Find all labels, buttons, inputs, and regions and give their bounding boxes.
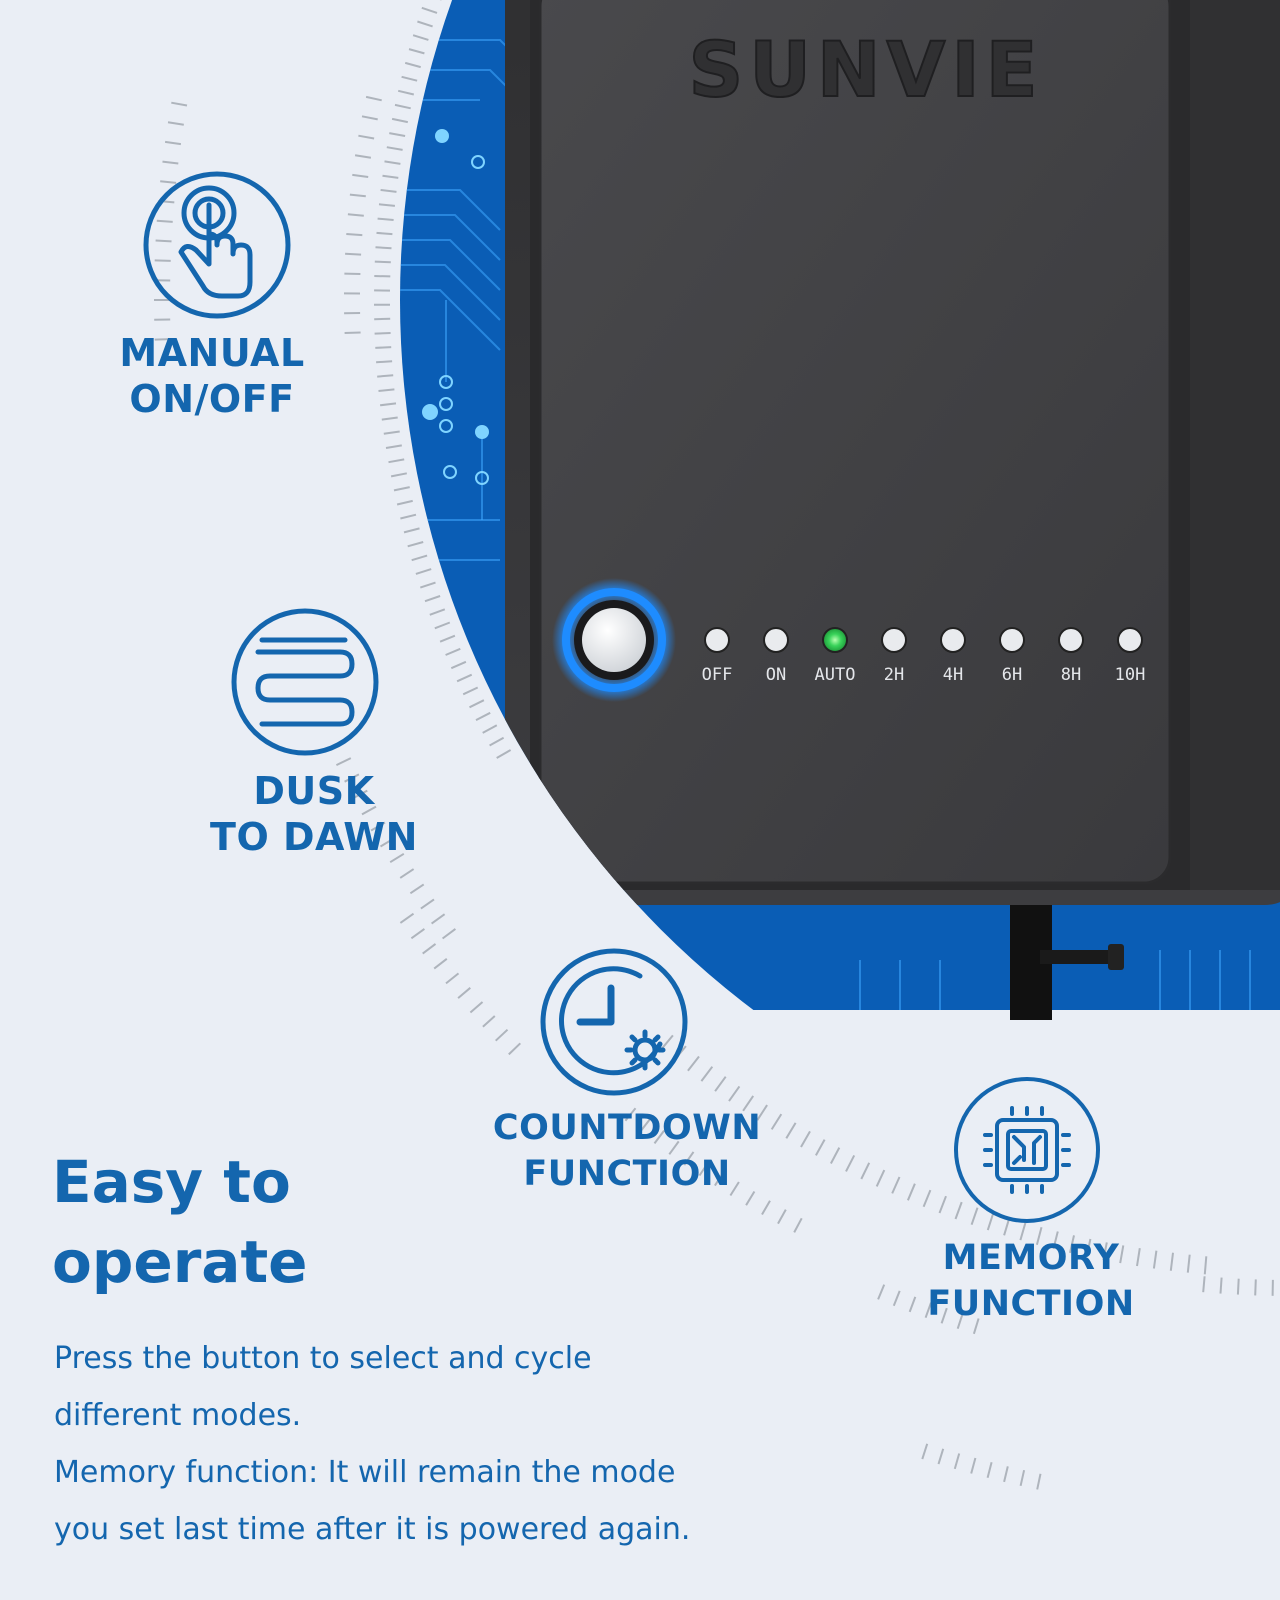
feature-label-countdown: COUNTDOWN FUNCTION xyxy=(493,1105,761,1197)
mode-led xyxy=(940,627,966,653)
feature-line-2: FUNCTION xyxy=(523,1154,731,1194)
feature-line-1: COUNTDOWN xyxy=(492,1108,762,1148)
description-line: Press the button to select and cycle xyxy=(54,1341,592,1376)
mode-label: ON xyxy=(766,665,786,685)
description-line: you set last time after it is powered ag… xyxy=(54,1512,691,1547)
headline: Easy to operate xyxy=(52,1142,308,1302)
mode-label: OFF xyxy=(702,665,733,685)
feature-line-2: FUNCTION xyxy=(927,1284,1135,1324)
circuit-board-background xyxy=(400,0,1280,1020)
mode-led xyxy=(704,627,730,653)
brand-logo: SUNVIE xyxy=(688,25,1043,114)
mode-label: 6H xyxy=(1002,665,1022,685)
mode-led xyxy=(822,627,848,653)
feature-label-manual: MANUAL ON/OFF xyxy=(119,330,304,422)
chip-memory-icon xyxy=(954,1077,1100,1223)
feature-line-2: ON/OFF xyxy=(129,377,295,421)
mode-led xyxy=(1058,627,1084,653)
mode-led xyxy=(763,627,789,653)
description-line: different modes. xyxy=(54,1398,302,1433)
description: Press the button to select and cycle dif… xyxy=(54,1330,814,1558)
mode-led xyxy=(1117,627,1143,653)
headline-line-2: operate xyxy=(52,1228,308,1296)
feature-line-1: MANUAL xyxy=(119,331,305,375)
timer-device xyxy=(505,0,1280,905)
description-line: Memory function: It will remain the mode xyxy=(54,1455,676,1490)
mode-button[interactable] xyxy=(552,578,676,702)
touch-finger-icon xyxy=(143,171,291,319)
mode-label: 2H xyxy=(884,665,904,685)
feature-line-2: TO DAWN xyxy=(210,815,418,859)
decorative-tick-arcs xyxy=(154,0,1274,1490)
mode-led xyxy=(999,627,1025,653)
mode-led-row: OFF ON AUTO 2H 4H 6H 8H 10H xyxy=(702,627,1146,685)
mode-label: AUTO xyxy=(815,665,856,685)
mode-label: 4H xyxy=(943,665,963,685)
clock-timer-icon xyxy=(540,948,688,1096)
feature-line-1: MEMORY xyxy=(942,1238,1120,1278)
mode-label: 10H xyxy=(1115,665,1146,685)
headline-line-1: Easy to xyxy=(52,1148,291,1216)
feature-label-memory: MEMORY FUNCTION xyxy=(927,1235,1134,1327)
feature-label-dusk: DUSK TO DAWN xyxy=(210,768,418,860)
dusk-waves-icon xyxy=(231,608,379,756)
mode-led xyxy=(881,627,907,653)
mode-label: 8H xyxy=(1061,665,1081,685)
feature-line-1: DUSK xyxy=(253,769,375,813)
